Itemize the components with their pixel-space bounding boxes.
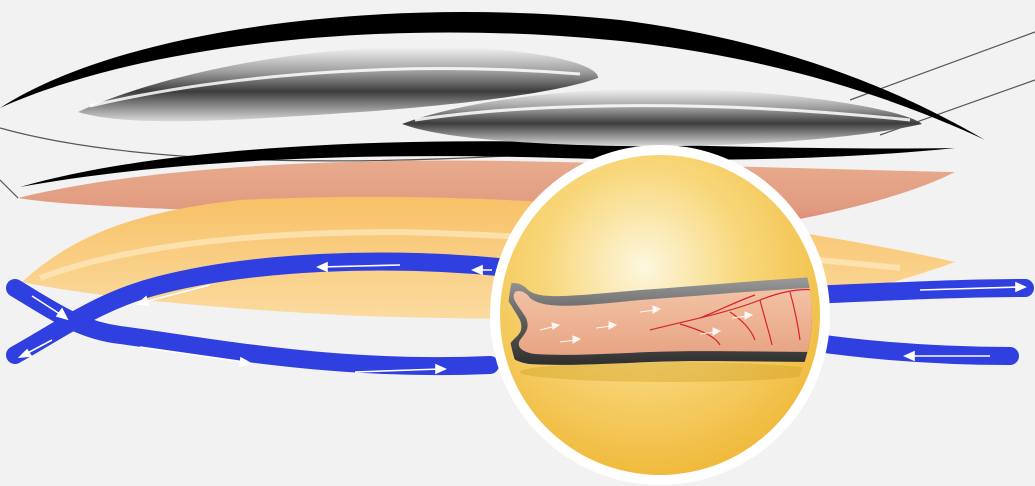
leg-detail-medallion	[490, 145, 830, 485]
